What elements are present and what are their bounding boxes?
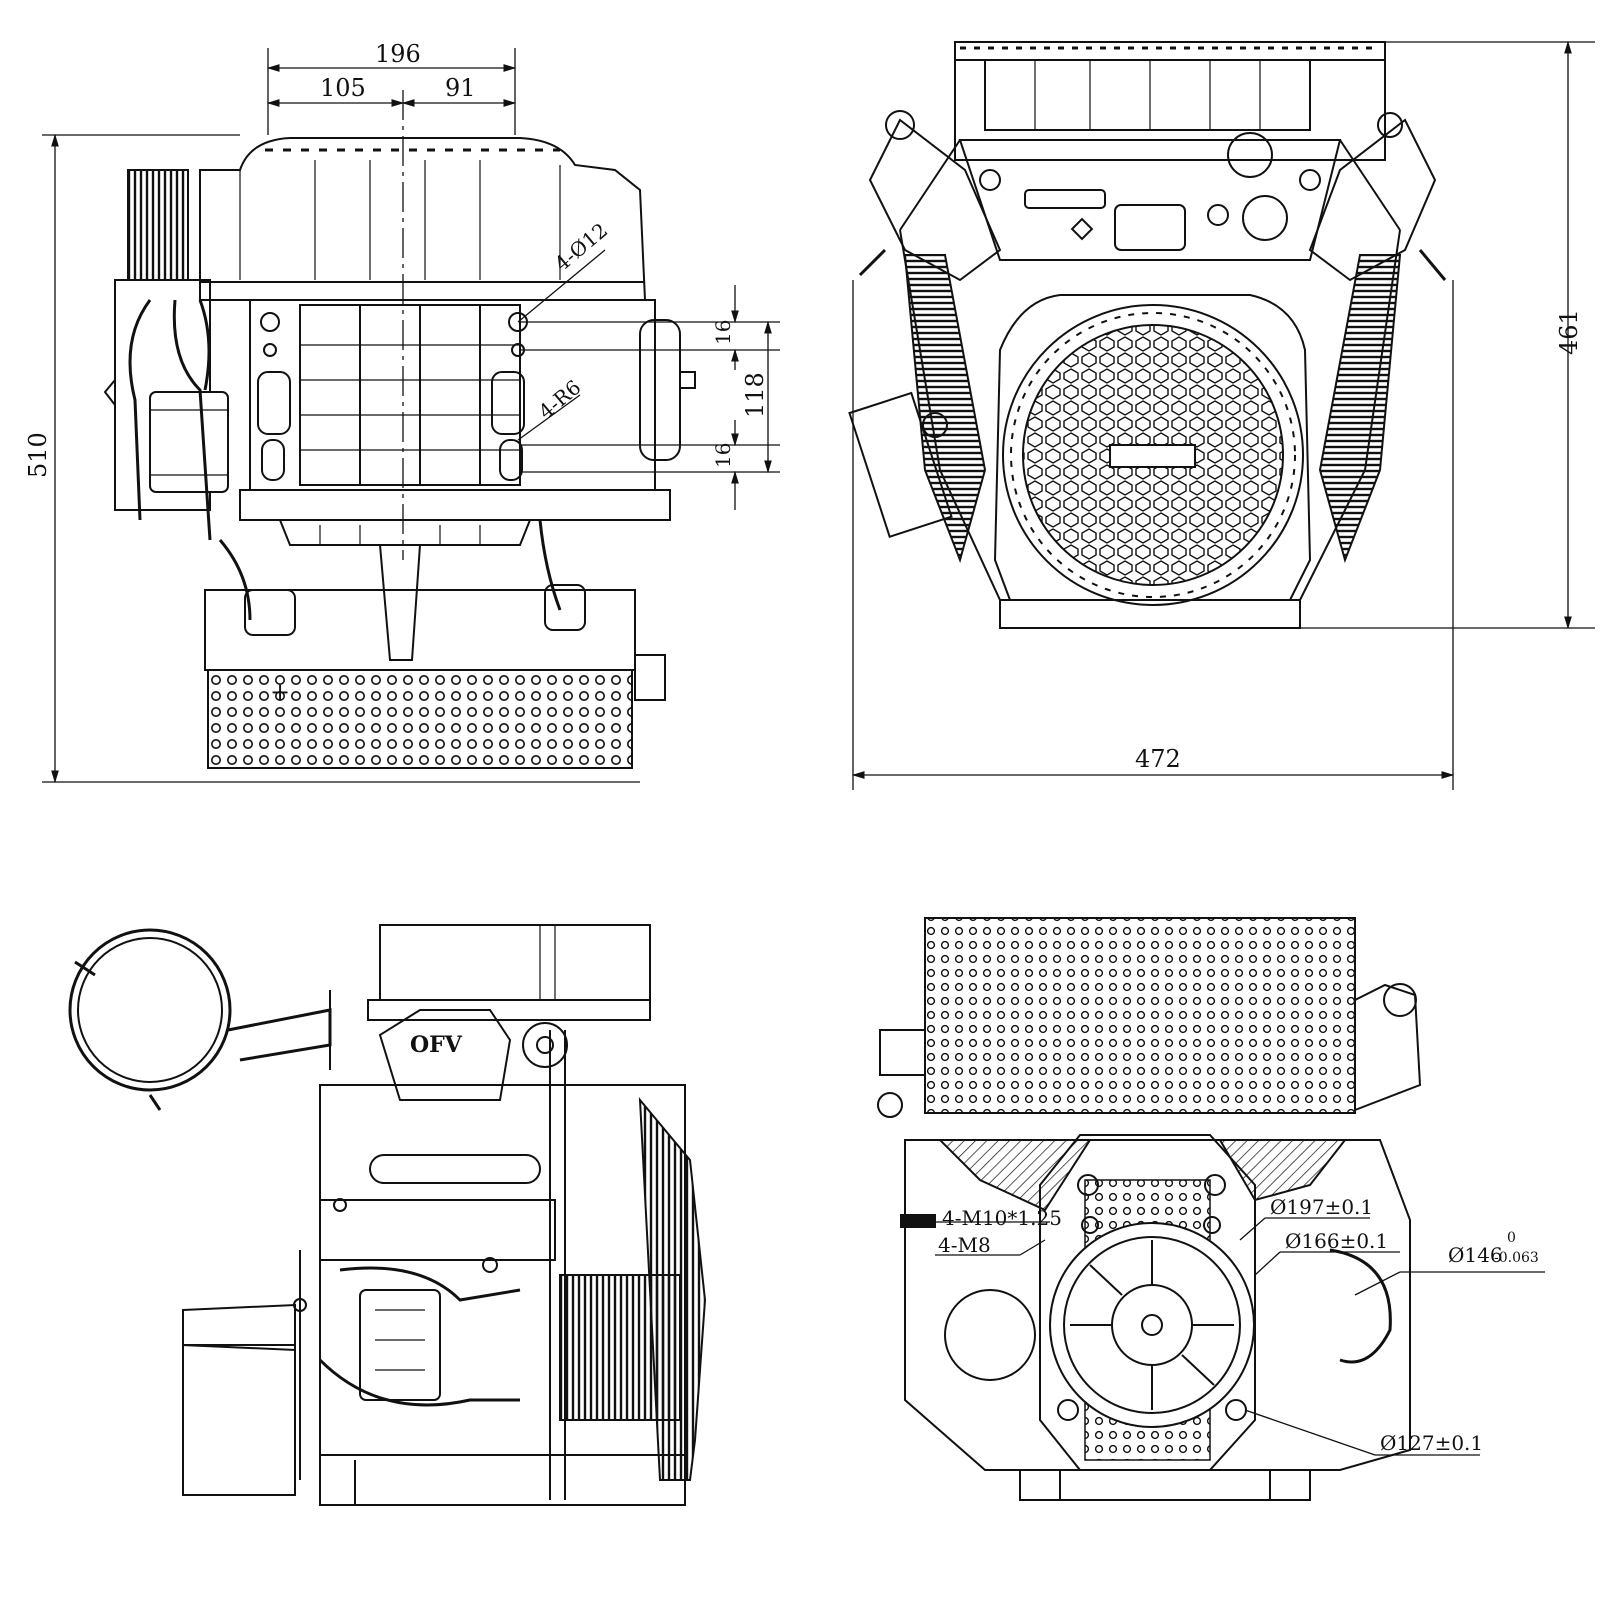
note-d146: Ø146 <box>1448 1243 1503 1267</box>
round-air-cleaner <box>68 928 232 1092</box>
side-right-fins <box>1318 254 1402 564</box>
bottom-muffler-perforation <box>924 917 1356 1114</box>
bottom-view: 4-M10*1.25 4-M8 Ø197±0.1 Ø166±0.1 Ø146 0… <box>877 917 1545 1501</box>
note-d146-tol-lower: -0.063 <box>1494 1250 1539 1266</box>
note-d127: Ø127±0.1 <box>1380 1431 1483 1455</box>
oil-filter <box>149 391 229 493</box>
note-4-m8: 4-M8 <box>938 1233 991 1257</box>
top-view: OFV <box>68 924 707 1506</box>
top-radiator <box>559 1274 681 1421</box>
dim-472: 472 <box>1135 745 1181 773</box>
brand-logo: OFV <box>410 1032 463 1058</box>
front-radiator-fins <box>127 169 189 281</box>
dim-16-bottom: 16 <box>711 443 735 468</box>
dim-118: 118 <box>741 372 769 418</box>
plus-mark: + <box>270 678 290 706</box>
dim-510: 510 <box>24 432 52 478</box>
dim-16-top: 16 <box>711 320 735 345</box>
note-d146-tol-upper: 0 <box>1507 1230 1516 1246</box>
front-mount-panel <box>299 304 521 486</box>
dim-196: 196 <box>375 40 421 68</box>
side-left-fins <box>903 254 987 564</box>
dim-461: 461 <box>1555 309 1583 355</box>
dim-105: 105 <box>320 74 366 102</box>
note-d166: Ø166±0.1 <box>1285 1229 1388 1253</box>
thread-marker <box>900 1214 936 1228</box>
valve-cover <box>378 1009 512 1101</box>
side-view: 461 472 <box>848 40 1595 790</box>
note-4-d12: 4-Ø12 <box>550 218 612 276</box>
dim-91: 91 <box>445 74 476 102</box>
front-muffler-perforation <box>207 669 633 769</box>
note-4-r6: 4-R6 <box>534 375 586 424</box>
fan-badge <box>1109 444 1196 468</box>
note-d197: Ø197±0.1 <box>1270 1195 1373 1219</box>
front-view: + 196 105 91 4-Ø12 4-R6 16 118 16 5 <box>24 40 780 784</box>
note-4-m10: 4-M10*1.25 <box>942 1206 1062 1230</box>
